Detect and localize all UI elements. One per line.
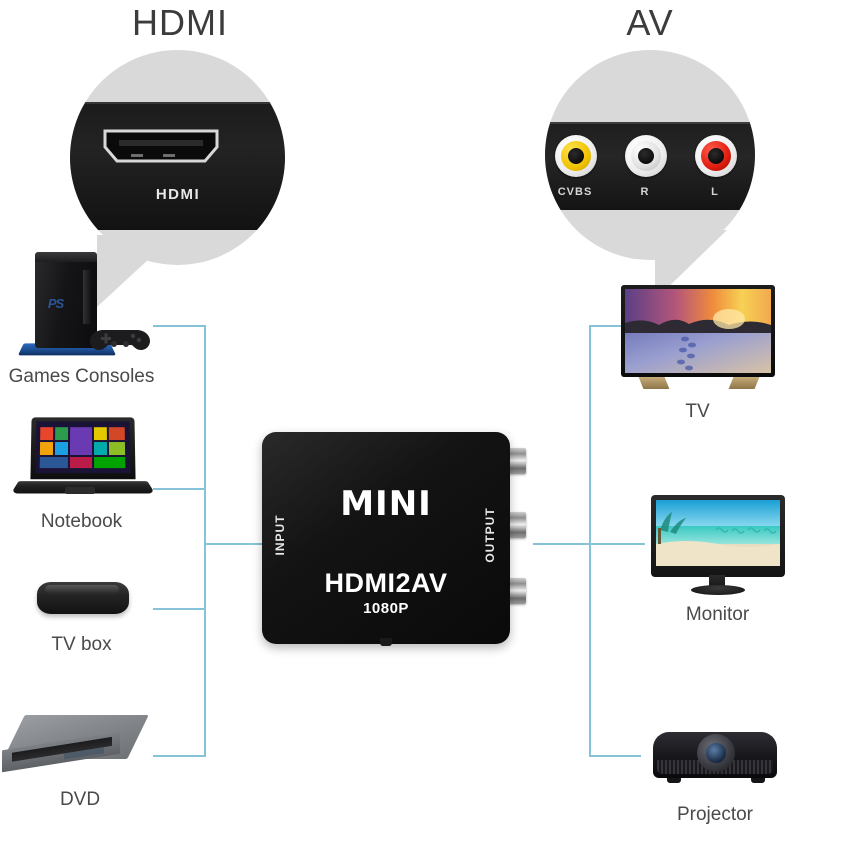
device-notebook[interactable]: Notebook bbox=[4, 415, 159, 533]
device-label-projector: Projector bbox=[676, 804, 754, 825]
projector-lens-ring bbox=[697, 734, 735, 772]
tv-box-highlight bbox=[44, 585, 119, 594]
device-tv-box[interactable]: TV box bbox=[4, 570, 159, 656]
tv-leg-left bbox=[638, 377, 669, 389]
rca-hole bbox=[568, 148, 584, 164]
projector-foot-right bbox=[751, 777, 765, 783]
tv-box-icon bbox=[7, 570, 157, 630]
rca-jack-right-icon bbox=[625, 135, 667, 177]
hdmi2av-converter[interactable]: INPUT OUTPUT MINI HDMI2AV 1080P bbox=[262, 432, 526, 646]
converter-brand: MINI bbox=[340, 484, 432, 524]
monitor-screen bbox=[655, 500, 780, 566]
monitor-bezel bbox=[650, 495, 785, 577]
gamepad-icon bbox=[89, 326, 151, 352]
hdmi-port-icon bbox=[101, 127, 221, 165]
monitor-icon bbox=[643, 495, 793, 600]
converter-body: INPUT OUTPUT MINI HDMI2AV 1080P bbox=[262, 432, 510, 644]
av-panel: CVBS R L bbox=[545, 122, 755, 210]
device-games-consoles[interactable]: PS Games Consoles bbox=[4, 252, 159, 388]
hdmi-callout-title: HDMI bbox=[132, 2, 228, 43]
input-trunk-line bbox=[204, 325, 206, 757]
input-to-converter-line bbox=[204, 543, 264, 545]
output-branch-tv bbox=[589, 325, 641, 327]
input-branch-games-consoles bbox=[153, 325, 205, 327]
device-label-notebook: Notebook bbox=[40, 511, 123, 532]
converter-bottom-notch bbox=[380, 638, 392, 646]
console-logo: PS bbox=[47, 296, 64, 311]
av-callout-bubble: CVBS R L bbox=[520, 50, 755, 300]
laptop-touchpad bbox=[64, 487, 95, 494]
input-branch-notebook bbox=[153, 488, 205, 490]
games-console-icon: PS bbox=[7, 252, 157, 362]
rca-jack-left-icon bbox=[695, 135, 737, 177]
device-label-tv-box: TV box bbox=[51, 634, 112, 655]
rca-label-right: R bbox=[640, 186, 650, 198]
tv-leg-right bbox=[728, 377, 759, 389]
device-monitor[interactable]: Monitor bbox=[640, 495, 795, 626]
converter-to-output-line bbox=[533, 543, 591, 545]
tv-box-body bbox=[36, 582, 129, 614]
device-label-monitor: Monitor bbox=[685, 604, 750, 625]
projector-lens bbox=[706, 743, 726, 763]
hdmi-port-label: HDMI bbox=[155, 186, 201, 203]
device-label-tv: TV bbox=[685, 401, 710, 422]
converter-resolution: 1080P bbox=[363, 600, 409, 617]
tv-screen bbox=[624, 289, 771, 373]
console-top bbox=[34, 252, 97, 262]
hdmi-panel: HDMI bbox=[70, 102, 285, 230]
console-disc-slot bbox=[82, 270, 91, 324]
tv-bezel bbox=[620, 285, 775, 377]
output-branch-projector bbox=[589, 755, 641, 757]
device-label-dvd: DVD bbox=[59, 789, 101, 810]
rca-label-cvbs: CVBS bbox=[557, 186, 593, 198]
rca-jack-cvbs-icon bbox=[555, 135, 597, 177]
notebook-icon bbox=[7, 415, 157, 507]
converter-model: HDMI2AV bbox=[324, 568, 448, 598]
rca-label-left: L bbox=[711, 186, 719, 198]
rca-hole bbox=[638, 148, 654, 164]
hdmi-callout-bubble: HDMI bbox=[70, 50, 290, 307]
device-tv[interactable]: TV bbox=[610, 285, 785, 423]
laptop-screen bbox=[35, 421, 130, 474]
projector-foot-left bbox=[667, 777, 681, 783]
device-projector[interactable]: Projector bbox=[635, 720, 795, 826]
output-trunk-line bbox=[589, 325, 591, 757]
rca-hole bbox=[708, 148, 724, 164]
device-label-games-consoles: Games Consoles bbox=[8, 366, 155, 387]
laptop-lid bbox=[29, 417, 136, 480]
input-branch-dvd bbox=[153, 755, 205, 757]
av-bubble-circle: CVBS R L bbox=[545, 50, 755, 260]
projector-icon bbox=[635, 720, 795, 800]
television-icon bbox=[613, 285, 783, 397]
input-branch-tv-box bbox=[153, 608, 205, 610]
dvd-player-icon bbox=[0, 705, 160, 785]
output-branch-monitor bbox=[589, 543, 645, 545]
hdmi-bubble-circle: HDMI bbox=[70, 50, 285, 265]
av-callout-title: AV bbox=[626, 2, 674, 43]
device-dvd[interactable]: DVD bbox=[0, 705, 160, 811]
monitor-base bbox=[690, 585, 745, 595]
